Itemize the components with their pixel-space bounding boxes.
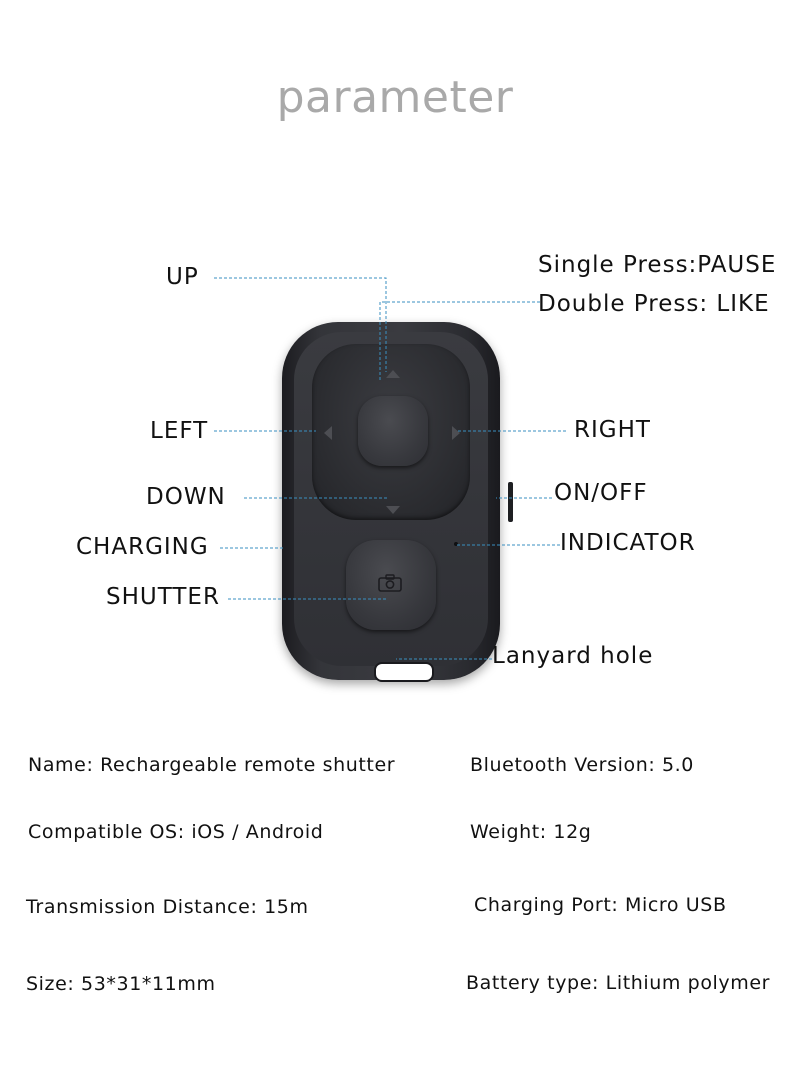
up-arrow-icon bbox=[386, 370, 400, 378]
indicator-light bbox=[454, 542, 458, 546]
spec-name: Name: Rechargeable remote shutter bbox=[28, 754, 396, 776]
label-on-off: ON/OFF bbox=[554, 480, 648, 506]
leader-pause-like bbox=[379, 301, 540, 382]
label-left: LEFT bbox=[150, 418, 209, 444]
direction-pad bbox=[312, 344, 470, 520]
spec-battery: Battery type: Lithium polymer bbox=[466, 972, 771, 994]
spec-weight: Weight: 12g bbox=[470, 821, 592, 843]
label-charging: CHARGING bbox=[76, 534, 209, 560]
spec-charging-port: Charging Port: Micro USB bbox=[474, 894, 727, 916]
device-face bbox=[294, 332, 513, 682]
spec-bluetooth: Bluetooth Version: 5.0 bbox=[470, 754, 694, 776]
label-down: DOWN bbox=[146, 484, 226, 510]
label-double-press: Double Press: LIKE bbox=[538, 291, 770, 317]
label-shutter: SHUTTER bbox=[106, 584, 220, 610]
center-button bbox=[358, 396, 428, 466]
right-arrow-icon bbox=[452, 426, 460, 440]
power-switch bbox=[508, 482, 513, 522]
down-arrow-icon bbox=[386, 506, 400, 514]
left-arrow-icon bbox=[324, 426, 332, 440]
shutter-button bbox=[346, 540, 436, 630]
spec-compatible-os: Compatible OS: iOS / Android bbox=[28, 821, 324, 843]
label-right: RIGHT bbox=[574, 417, 651, 443]
camera-icon bbox=[378, 574, 402, 592]
label-up: UP bbox=[166, 264, 199, 290]
lanyard-hole bbox=[374, 662, 434, 682]
remote-shutter-device bbox=[282, 322, 513, 682]
label-single-press: Single Press:PAUSE bbox=[538, 252, 777, 278]
label-lanyard-hole: Lanyard hole bbox=[492, 643, 654, 669]
spec-distance: Transmission Distance: 15m bbox=[26, 896, 309, 918]
label-indicator: INDICATOR bbox=[560, 530, 696, 556]
page-title: parameter bbox=[276, 72, 514, 123]
leader-up bbox=[214, 277, 387, 372]
spec-size: Size: 53*31*11mm bbox=[26, 973, 216, 995]
